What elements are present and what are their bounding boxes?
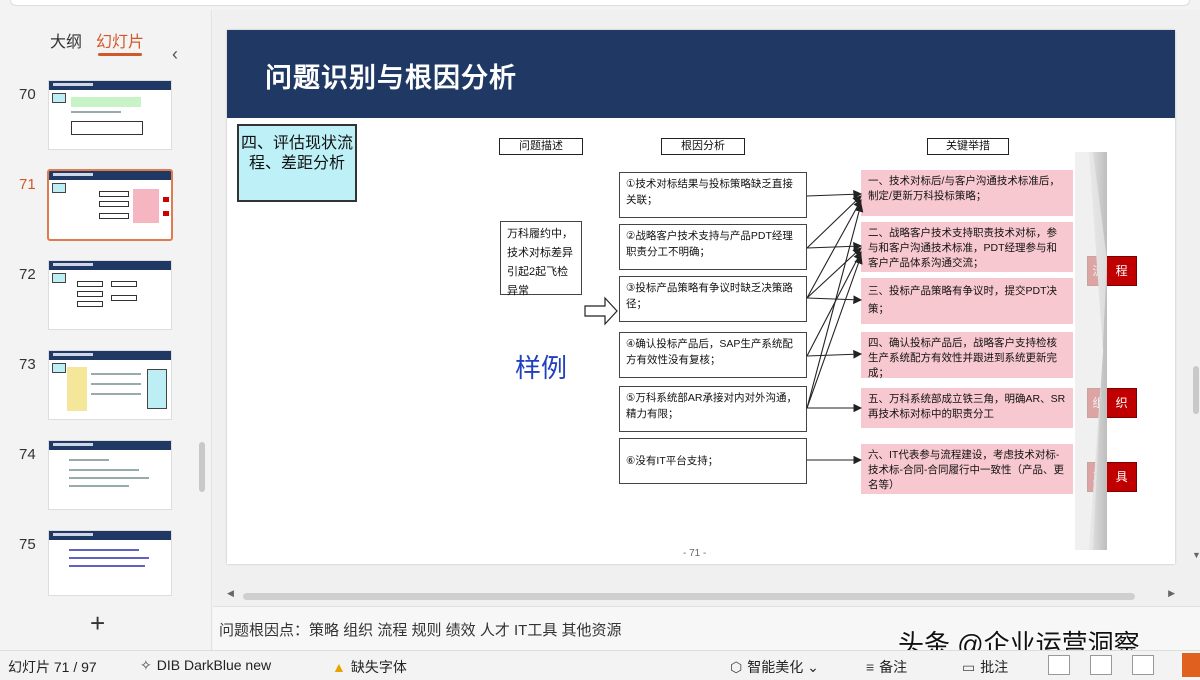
tag-tools: 工 具 [1087,462,1137,492]
panel-scrollbar[interactable] [199,442,205,492]
cause-item: ④确认投标产品后，SAP生产系统配方有效性没有复核； [619,332,807,378]
slide-thumbnail-71[interactable] [47,169,173,241]
scroll-left-arrow-icon[interactable]: ◀ [227,588,234,598]
cause-item: ③投标产品策略有争议时缺乏决策路径； [619,276,807,322]
slide-thumbnail-73[interactable] [48,350,172,420]
thumbnail-row: 75 [0,530,212,610]
sample-label: 样例 [515,353,568,383]
add-slide-icon[interactable]: + [90,608,106,638]
top-toolbar-edge [0,0,1200,10]
thumbnail-row: 72 [0,260,212,340]
missing-font-button[interactable]: ▲缺失字体 [332,657,407,677]
tag-process: 流 程 [1087,256,1137,286]
tag-organization: 组 织 [1087,388,1137,418]
measure-item: 一、技术对标后/与客户沟通技术标准后，制定/更新万科投标策略； [861,170,1073,216]
tab-slides[interactable]: 幻灯片 [96,28,144,56]
slide-counter: 幻灯片 71 / 97 [8,659,97,675]
thumbnail-row: 73 [0,350,212,430]
slide-number: 73 [19,356,36,373]
beautify-button[interactable]: ⬡智能美化 ⌄ [730,657,819,677]
play-slideshow-icon[interactable] [1182,653,1200,677]
measure-item: 四、确认投标产品后，战略客户支持检核生产系统配方有效性并跟进到系统更新完成； [861,332,1073,379]
sorter-view-icon[interactable] [1090,655,1112,675]
column-header-measure: 关键举措 [927,138,1009,155]
slide-number: 72 [19,266,36,283]
comment-label: 批注 [980,659,1009,675]
measure-item: 五、万科系统部成立铁三角，明确AR、SR再技术标对标中的职责分工 [861,388,1073,428]
warning-icon: ▲ [332,659,346,675]
slide-thumbnail-70[interactable] [48,80,172,150]
vertical-scrollbar[interactable] [1193,366,1199,414]
measure-item: 二、战略客户技术支持职责技术对标，参与和客户沟通技术标准，PDT经理参与和客户产… [861,222,1073,272]
beautify-label: 智能美化 [747,659,804,675]
measure-item: 六、IT代表参与流程建设，考虑技术对标-技术标-合同-合同履行中一致性（产品、更… [861,444,1073,494]
slide-number: 74 [19,446,36,463]
slide-number: 75 [19,536,36,553]
theme-icon: ✧ [140,657,152,673]
comment-button[interactable]: ▭批注 [962,657,1008,677]
cause-item: ②战略客户技术支持与产品PDT经理职责分工不明确； [619,224,807,270]
thumbnail-row: 70 [0,80,212,160]
slide-number: 70 [19,86,36,103]
thumbnail-row: 74 [0,440,212,520]
slide-title: 问题识别与根因分析 [265,63,517,93]
chevron-left-icon[interactable]: ‹ [172,44,178,64]
panel-tabs: 大纲 幻灯片 ‹ [0,28,212,64]
cube-icon: ⬡ [730,659,743,675]
slide[interactable]: 问题识别与根因分析 四、评估现状流程、差距分析 问题描述 根因分析 关键举措 万… [227,30,1175,564]
scroll-right-arrow-icon[interactable]: ▶ [1168,588,1175,598]
issue-box: 万科履约中，技术对标差异引起2起飞检异常 [500,221,582,297]
slide-header: 问题识别与根因分析 [227,30,1175,118]
step-box: 四、评估现状流程、差距分析 [237,124,357,202]
comment-icon: ▭ [962,659,976,675]
horizontal-scrollbar[interactable]: ◀ ▶ [227,588,1175,602]
column-header-issue: 问题描述 [499,138,583,155]
notes-button[interactable]: ≡备注 [866,657,907,677]
slide-panel: 大纲 幻灯片 ‹ 70 71 72 [0,10,212,650]
measure-item: 三、投标产品策略有争议时，提交PDT决策； [861,278,1073,324]
notes-text: 问题根因点：策略 组织 流程 规则 绩效 人才 IT工具 其他资源 [219,622,622,639]
column-header-cause: 根因分析 [661,138,745,155]
slide-thumbnail-72[interactable] [48,260,172,330]
reading-view-icon[interactable] [1132,655,1154,675]
toolbar-strip [10,0,1190,6]
missing-font-label: 缺失字体 [350,659,407,675]
scroll-down-arrow-icon[interactable]: ▼ [1192,550,1200,560]
thumbnail-row: 71 [0,169,212,250]
theme-name: DIB DarkBlue new [156,657,272,673]
slide-thumbnail-74[interactable] [48,440,172,510]
chevron-down-icon: ⌄ [803,659,819,675]
page-number: - 71 - [683,548,707,559]
cause-item: ⑥没有IT平台支持； [619,438,807,484]
cause-item: ⑤万科系统部AR承接对内对外沟通，精力有限； [619,386,807,432]
tab-outline[interactable]: 大纲 [50,34,83,51]
theme-button[interactable]: ✧DIB DarkBlue new [140,657,271,674]
normal-view-icon[interactable] [1048,655,1070,675]
slide-number: 71 [19,176,36,193]
notes-label: 备注 [879,659,908,675]
notes-icon: ≡ [866,659,875,675]
status-bar: 幻灯片 71 / 97 ✧DIB DarkBlue new ▲缺失字体 ⬡智能美… [0,650,1200,680]
slide-thumbnail-75[interactable] [48,530,172,596]
notes-pane[interactable]: 问题根因点：策略 组织 流程 规则 绩效 人才 IT工具 其他资源 [213,606,1200,650]
cause-item: ①技术对标结果与投标策略缺乏直接关联； [619,172,807,218]
scroll-thumb[interactable] [243,593,1135,600]
slide-canvas: 问题识别与根因分析 四、评估现状流程、差距分析 问题描述 根因分析 关键举措 万… [213,10,1200,606]
